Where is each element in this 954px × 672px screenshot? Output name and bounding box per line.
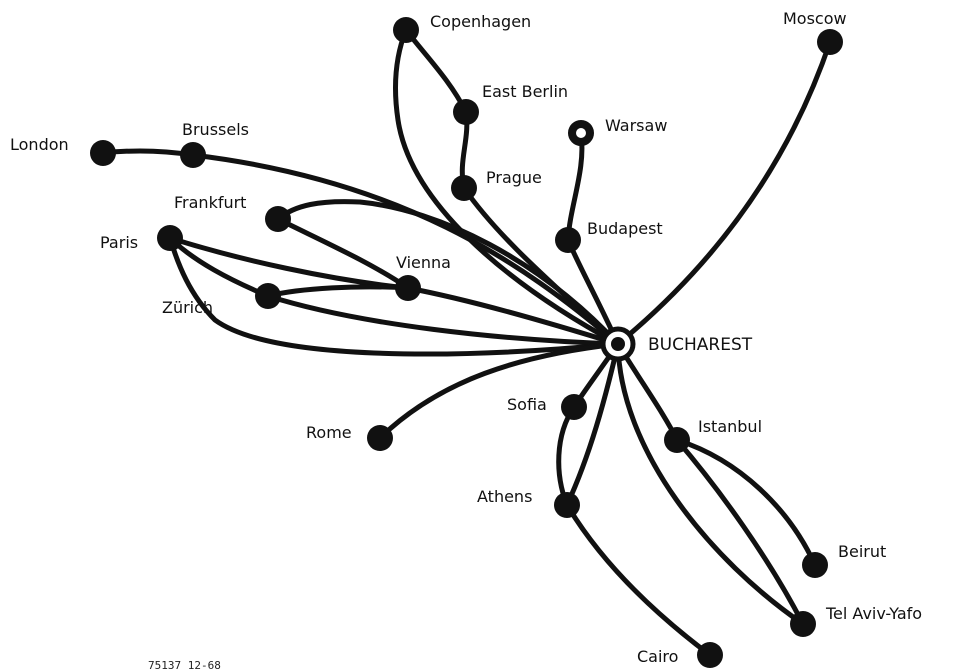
city-label-warsaw: Warsaw xyxy=(605,116,667,135)
hub-center xyxy=(611,337,625,351)
city-node-istanbul xyxy=(664,427,690,453)
city-node-frankfurt xyxy=(265,206,291,232)
city-label-vienna: Vienna xyxy=(396,253,451,272)
city-node-paris xyxy=(157,225,183,251)
city-node-rome xyxy=(367,425,393,451)
city-node-budapest xyxy=(555,227,581,253)
city-label-brussels: Brussels xyxy=(182,120,249,139)
route-bucharest-copenhagen xyxy=(393,27,621,347)
city-label-tel-aviv: Tel Aviv-Yafo xyxy=(825,604,922,623)
route-bucharest-brussels xyxy=(190,152,621,347)
route-brussels-london xyxy=(100,148,196,158)
reference-code: 75137 12-68 xyxy=(148,659,221,672)
city-node-warsaw xyxy=(568,120,594,146)
city-node-cairo xyxy=(697,642,723,668)
route-bucharest-zurich xyxy=(265,293,621,347)
city-label-istanbul: Istanbul xyxy=(698,417,762,436)
route-vienna-zurich xyxy=(265,284,411,299)
route-bucharest-paris xyxy=(167,235,621,357)
city-label-paris: Paris xyxy=(100,233,138,252)
city-label-sofia: Sofia xyxy=(507,395,547,414)
city-node-zurich xyxy=(255,283,281,309)
city-label-frankfurt: Frankfurt xyxy=(174,193,246,212)
route-istanbul-tel-aviv xyxy=(674,437,806,627)
city-labels: Copenhagen Moscow East Berlin Warsaw Lon… xyxy=(10,9,922,666)
city-label-rome: Rome xyxy=(306,423,352,442)
city-label-bucharest: BUCHAREST xyxy=(648,335,753,355)
city-label-london: London xyxy=(10,135,69,154)
city-label-beirut: Beirut xyxy=(838,542,886,561)
route-istanbul-beirut xyxy=(674,437,818,568)
route-budapest-warsaw xyxy=(565,130,585,243)
route-bucharest-vienna xyxy=(405,285,621,347)
city-node-sofia xyxy=(561,394,587,420)
route-bucharest-tel-aviv xyxy=(615,341,806,627)
city-label-east-berlin: East Berlin xyxy=(482,82,568,101)
city-node-brussels xyxy=(180,142,206,168)
city-label-budapest: Budapest xyxy=(587,219,663,238)
route-frankfurt-vienna xyxy=(275,216,411,291)
route-bucharest-frankfurt xyxy=(275,199,621,347)
city-node-east-berlin xyxy=(453,99,479,125)
city-node-london xyxy=(90,140,116,166)
route-bucharest-moscow xyxy=(615,39,833,347)
city-label-athens: Athens xyxy=(477,487,532,506)
city-label-prague: Prague xyxy=(486,168,542,187)
hub-node-bucharest xyxy=(600,326,636,362)
city-nodes xyxy=(90,17,843,668)
route-east-berlin-copenhagen xyxy=(403,27,469,115)
city-node-tel-aviv xyxy=(790,611,816,637)
route-bucharest-rome xyxy=(377,341,621,441)
city-label-zurich: Zürich xyxy=(162,298,213,317)
city-label-copenhagen: Copenhagen xyxy=(430,12,531,31)
city-node-beirut xyxy=(802,552,828,578)
city-label-moscow: Moscow xyxy=(783,9,847,28)
city-label-cairo: Cairo xyxy=(637,647,678,666)
city-node-prague xyxy=(451,175,477,201)
city-node-vienna xyxy=(395,275,421,301)
city-node-copenhagen xyxy=(393,17,419,43)
route-zurich-paris xyxy=(167,235,271,299)
city-node-moscow xyxy=(817,29,843,55)
route-athens-cairo xyxy=(564,502,713,658)
city-node-athens xyxy=(554,492,580,518)
route-bucharest-athens xyxy=(564,341,621,508)
